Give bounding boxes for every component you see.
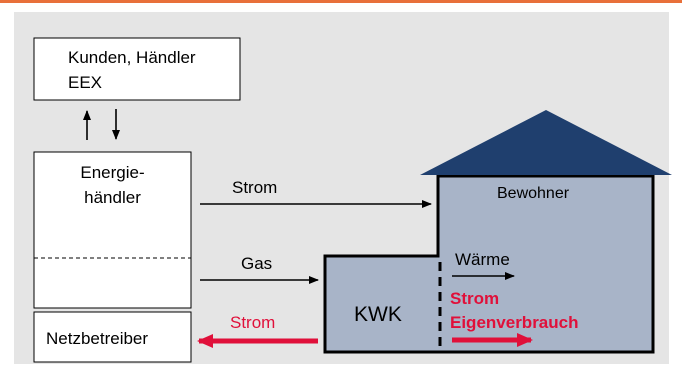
trader-label-line2: händler [84,188,141,207]
resident-label: Bewohner [497,185,570,202]
customers-box [33,37,241,101]
trader-box [33,151,192,309]
house-roof [420,110,672,175]
customers-label-line1: Kunden, Händler [68,48,196,67]
grid-operator-label: Netzbetreiber [46,329,149,348]
customers-label-line2: EEX [68,73,103,92]
heat-label: Wärme [455,250,510,269]
house-body [323,174,655,354]
self-power-label-line1: Strom [450,289,500,308]
trader-label-line1: Energie- [80,163,145,182]
self-power-label-line2: Eigenverbrauch [450,313,579,332]
power-to-grid-label: Strom [230,313,276,332]
grid-operator-box [33,311,192,363]
top-accent-bar [0,0,682,3]
gas-label: Gas [241,254,273,273]
chp-label: KWK [354,303,402,326]
power-to-house-label: Strom [232,178,278,197]
